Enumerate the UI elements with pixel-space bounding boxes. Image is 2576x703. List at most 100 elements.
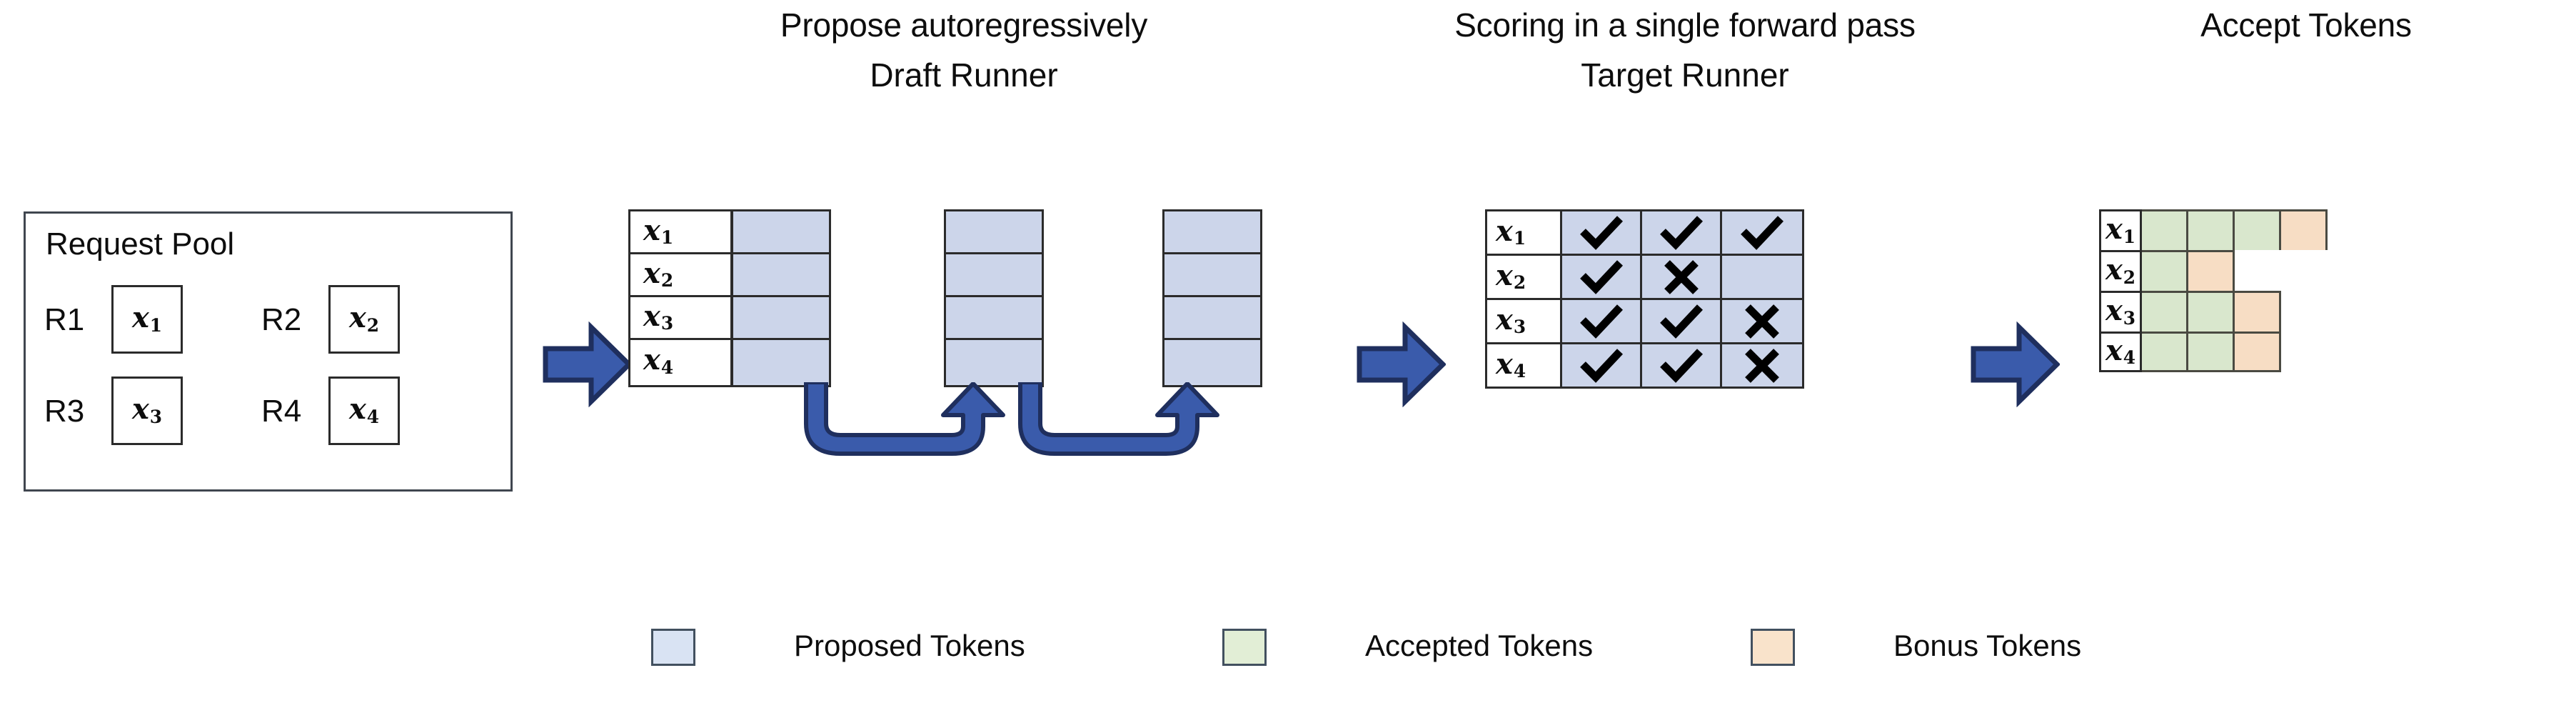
token-glyph: x4 [1496, 346, 1526, 382]
target-row-label-1: x1 [1487, 211, 1562, 254]
token-glyph: x3 [1496, 302, 1526, 338]
request-label-r1: R1 [44, 302, 85, 337]
target-row: x4 [1487, 342, 1802, 387]
proposed-token-cell [1164, 211, 1260, 254]
check-icon [1739, 215, 1785, 250]
check-icon [1659, 304, 1704, 339]
accepted-token-cell [2235, 209, 2281, 250]
score-cell-accept [1642, 344, 1722, 387]
legend-label-accepted: Accepted Tokens [1365, 629, 1594, 662]
token-glyph: x4 [348, 392, 380, 427]
token-glyph: x3 [2105, 294, 2136, 329]
accept-row-label-3: x3 [2099, 291, 2142, 331]
score-cell-accept [1722, 211, 1802, 254]
legend-swatch-bonus [1751, 629, 1795, 666]
token-glyph: x1 [131, 301, 163, 336]
right-block-arrow-icon-3 [1971, 321, 2060, 407]
accept-row-label-2: x2 [2099, 250, 2142, 291]
accepted-token-cell [2188, 331, 2235, 372]
legend-label-proposed: Proposed Tokens [794, 629, 1025, 662]
token-glyph: x2 [2105, 253, 2136, 288]
accept-row-label-1: x1 [2099, 209, 2142, 250]
accept-row: x3 [2099, 291, 2328, 331]
accepted-token-cell [2142, 291, 2188, 331]
target-runner-grid: x1 x2 [1485, 209, 1804, 389]
legend-label-bonus: Bonus Tokens [1893, 629, 2082, 662]
legend-swatch-accepted [1222, 629, 1267, 666]
proposed-token-cell [733, 211, 829, 254]
request-label-r3: R3 [44, 394, 85, 429]
draft-step-column-3 [1162, 209, 1262, 387]
draft-runner-label-column: x1 x2 x3 x4 [628, 209, 733, 387]
score-cell-empty [1722, 256, 1802, 298]
right-block-arrow-icon-1 [543, 321, 632, 407]
score-cell-accept [1642, 211, 1722, 254]
score-cell-accept [1562, 256, 1642, 298]
check-icon [1659, 215, 1704, 250]
loop-back-arrow-icon-2 [1018, 382, 1219, 456]
token-glyph: x1 [643, 213, 674, 249]
proposed-token-cell [946, 211, 1042, 254]
accept-row: x4 [2099, 331, 2328, 372]
target-row-label-3: x3 [1487, 300, 1562, 342]
propose-title: Propose autoregressively [780, 6, 1148, 44]
token-glyph: x1 [2105, 212, 2136, 247]
proposed-token-cell [733, 297, 829, 340]
bonus-token-cell [2188, 250, 2235, 291]
loop-back-arrow-icon-1 [804, 382, 1005, 456]
target-row: x2 [1487, 254, 1802, 298]
accepted-token-cell [2142, 331, 2188, 372]
check-icon [1659, 348, 1704, 383]
check-icon [1579, 259, 1624, 294]
accepted-token-cell [2142, 250, 2188, 291]
request-token-box-r4: x4 [328, 377, 400, 445]
target-row-label-4: x4 [1487, 344, 1562, 387]
draft-step-column-1 [731, 209, 831, 387]
score-cell-accept [1562, 344, 1642, 387]
check-icon [1579, 304, 1624, 339]
accept-row: x2 [2099, 250, 2328, 291]
check-icon [1579, 215, 1624, 250]
token-glyph: x2 [643, 256, 674, 291]
cross-icon [1744, 303, 1781, 340]
proposed-token-cell [1164, 297, 1260, 340]
bonus-token-cell [2235, 291, 2281, 331]
draft-row-label-1: x1 [630, 211, 730, 254]
accept-row: x1 [2099, 209, 2328, 250]
proposed-token-cell [946, 340, 1042, 383]
token-glyph: x1 [1496, 214, 1526, 249]
token-glyph: x4 [643, 343, 674, 378]
accept-tokens-title: Accept Tokens [2200, 6, 2412, 44]
token-glyph: x2 [348, 301, 380, 336]
proposed-token-cell [946, 254, 1042, 297]
draft-row-label-2: x2 [630, 254, 730, 297]
request-token-box-r2: x2 [328, 285, 400, 354]
check-icon [1579, 348, 1624, 383]
target-row: x3 [1487, 298, 1802, 342]
draft-runner-title: Draft Runner [870, 56, 1058, 94]
draft-step-column-2 [944, 209, 1044, 387]
proposed-token-cell [946, 297, 1042, 340]
target-runner-title: Target Runner [1581, 56, 1789, 94]
score-cell-reject [1642, 256, 1722, 298]
request-pool-box: Request Pool R1 x1 R2 x2 R3 x3 R4 x4 [24, 211, 513, 492]
legend-swatch-proposed [651, 629, 695, 666]
draft-row-label-3: x3 [630, 297, 730, 340]
proposed-token-cell [1164, 340, 1260, 383]
draft-row-label-4: x4 [630, 340, 730, 383]
proposed-token-cell [1164, 254, 1260, 297]
accept-tokens-grid: x1 x2 x3 x4 [2099, 209, 2328, 372]
request-token-box-r1: x1 [111, 285, 183, 354]
proposed-token-cell [733, 340, 829, 383]
target-row: x1 [1487, 211, 1802, 254]
score-cell-reject [1722, 300, 1802, 342]
accepted-token-cell [2188, 209, 2235, 250]
score-cell-reject [1722, 344, 1802, 387]
request-label-r2: R2 [261, 302, 302, 337]
target-row-label-2: x2 [1487, 256, 1562, 298]
score-cell-accept [1562, 211, 1642, 254]
right-block-arrow-icon-2 [1357, 321, 1446, 407]
proposed-token-cell [733, 254, 829, 297]
cross-icon [1744, 347, 1781, 384]
